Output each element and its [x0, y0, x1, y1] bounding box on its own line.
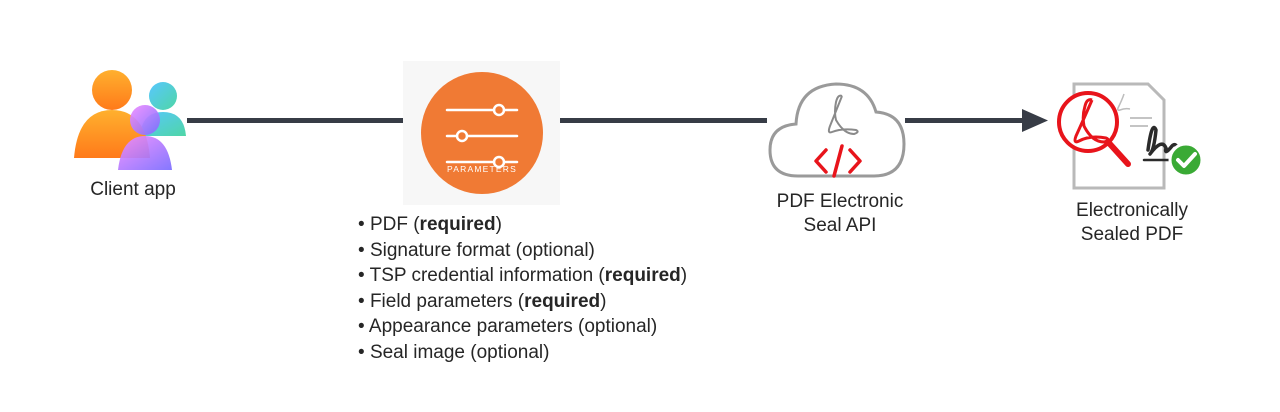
parameters-node: PARAMETERS — [403, 61, 560, 205]
parameters-list-item: • Appearance parameters (optional) — [358, 314, 687, 340]
client-app-node — [70, 66, 190, 176]
parameters-list-item: • PDF (required) — [358, 212, 687, 238]
parameters-list-item: • Seal image (optional) — [358, 340, 687, 366]
parameter-tail: ) — [600, 290, 607, 312]
api-label-line1: PDF Electronic — [776, 191, 904, 212]
bullet: • — [358, 341, 370, 363]
output-label-line2: Sealed PDF — [1080, 224, 1184, 245]
output-label-line1: Electronically — [1076, 200, 1188, 221]
api-label-line2: Seal API — [803, 215, 877, 236]
parameter-text: Signature format (optional) — [369, 239, 595, 261]
arrowhead-icon — [1022, 109, 1048, 132]
bullet: • — [358, 290, 370, 312]
connector-api-to-output — [905, 118, 1028, 123]
parameter-required: required — [419, 214, 496, 235]
output-label: Electronically Sealed PDF — [1046, 199, 1218, 247]
cloud-code-icon — [768, 82, 906, 178]
check-badge-icon — [1168, 142, 1204, 178]
output-node — [1052, 80, 1208, 192]
bullet: • — [358, 239, 370, 261]
acrobat-glyph — [827, 94, 859, 136]
parameters-badge — [421, 72, 543, 194]
sealed-pdf-icon — [1057, 82, 1204, 190]
bullet: • — [358, 265, 370, 287]
parameter-text: TSP credential information ( — [369, 265, 605, 287]
bullet: • — [358, 316, 369, 338]
parameter-required: required — [604, 265, 681, 287]
sliders-icon — [445, 103, 519, 169]
connector-parameters-to-api — [560, 118, 767, 123]
connector-client-to-parameters — [187, 118, 403, 123]
parameter-text: PDF ( — [369, 214, 420, 235]
users-icon — [74, 70, 186, 170]
parameter-text: Field parameters ( — [369, 290, 525, 312]
code-brackets — [814, 144, 862, 178]
parameter-tail: ) — [680, 265, 688, 287]
client-app-label: Client app — [90, 179, 176, 200]
parameter-required: required — [524, 290, 601, 312]
parameters-list-item: • Signature format (optional) — [358, 238, 687, 264]
api-node — [764, 76, 910, 184]
api-label: PDF Electronic Seal API — [754, 190, 926, 238]
parameter-text: Appearance parameters (optional) — [368, 316, 658, 338]
parameters-list-item: • Field parameters (required) — [358, 289, 687, 315]
parameters-badge-text: PARAMETERS — [447, 164, 517, 174]
parameter-tail: ) — [495, 214, 502, 235]
magnifier-icon — [1057, 91, 1131, 167]
bullet: • — [358, 214, 370, 235]
parameters-list-item: • TSP credential information (required) — [358, 263, 687, 289]
parameter-text: Seal image (optional) — [369, 341, 550, 363]
parameters-list: • PDF (required)• Signature format (opti… — [358, 212, 687, 366]
